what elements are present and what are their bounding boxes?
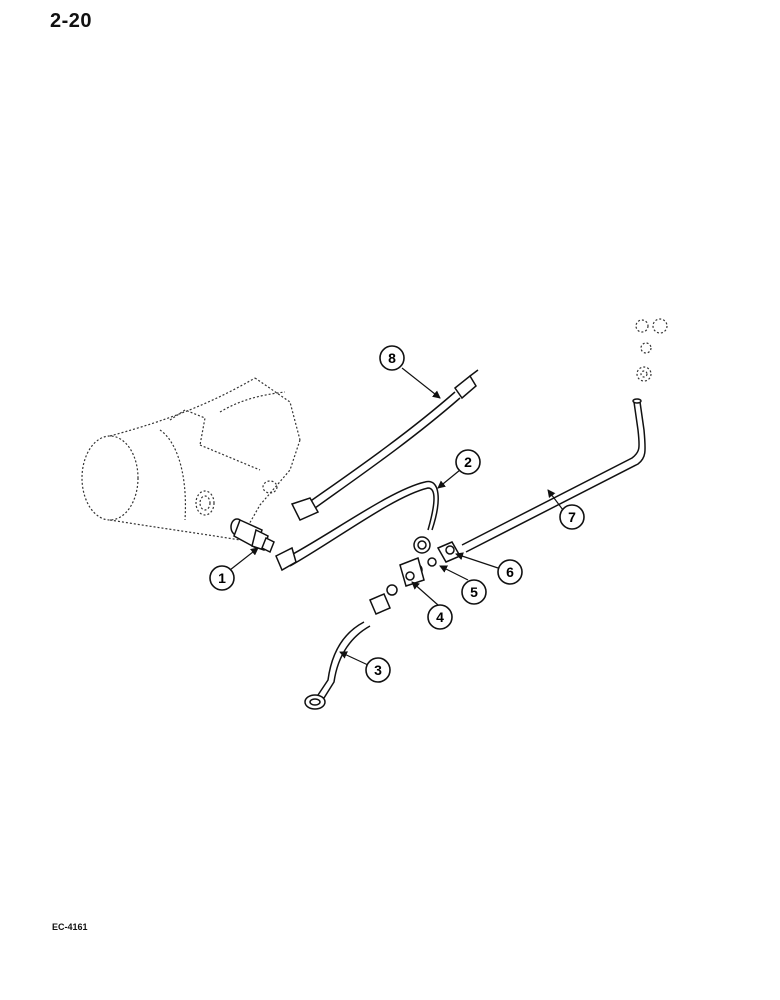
svg-text:1: 1 <box>218 570 226 586</box>
sender-switch <box>230 518 275 554</box>
callout-7: 7 <box>559 504 585 530</box>
engine-housing-outline <box>81 377 301 541</box>
svg-text:7: 7 <box>568 509 576 525</box>
tube-upper <box>275 480 439 572</box>
leader-lines <box>229 367 564 666</box>
callout-4: 4 <box>427 604 453 630</box>
svg-text:5: 5 <box>470 584 478 600</box>
svg-text:4: 4 <box>436 609 444 625</box>
callout-1: 1 <box>209 565 235 591</box>
callout-2: 2 <box>455 449 481 475</box>
wire-harness <box>290 369 479 521</box>
phantom-fittings <box>635 318 668 382</box>
tube-lower <box>304 621 371 710</box>
callout-5: 5 <box>461 579 487 605</box>
tube-long <box>461 398 646 553</box>
callout-8: 8 <box>379 345 405 371</box>
svg-text:3: 3 <box>374 662 382 678</box>
callout-6: 6 <box>497 559 523 585</box>
callout-3: 3 <box>365 657 391 683</box>
svg-text:6: 6 <box>506 564 514 580</box>
svg-text:2: 2 <box>464 454 472 470</box>
figure-code: EC-4161 <box>52 922 88 932</box>
page-number: 2-20 <box>50 10 93 32</box>
svg-text:8: 8 <box>388 350 396 366</box>
tee-fittings <box>369 536 462 615</box>
